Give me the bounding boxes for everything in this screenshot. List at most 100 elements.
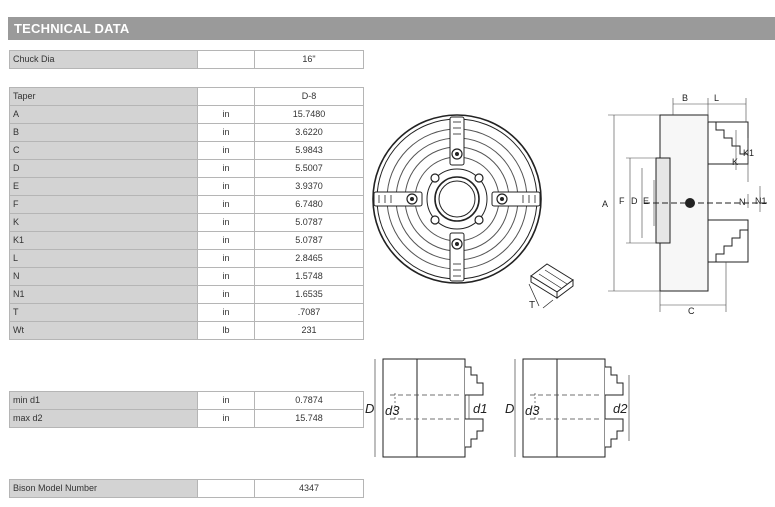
row-unit <box>197 479 255 498</box>
row-value: 5.0787 <box>254 231 364 250</box>
label-d2: d2 <box>613 401 628 416</box>
label-n1: N1 <box>755 196 767 206</box>
row-label: Chuck Dia <box>9 50 198 69</box>
row-label: N1 <box>9 285 198 304</box>
row-value: D-8 <box>254 87 364 106</box>
row-label: Taper <box>9 87 198 106</box>
row-label: Bison Model Number <box>9 479 198 498</box>
row-label: B <box>9 123 198 142</box>
row-value: 3.9370 <box>254 177 364 196</box>
row-unit: in <box>197 391 255 410</box>
row-value: 1.6535 <box>254 285 364 304</box>
label-d3-1: d3 <box>385 403 400 418</box>
page-title: TECHNICAL DATA <box>14 21 130 36</box>
row-label: min d1 <box>9 391 198 410</box>
label-c: C <box>688 306 695 316</box>
row-unit: in <box>197 177 255 196</box>
row-unit: in <box>197 105 255 124</box>
row-value: 15.748 <box>254 409 364 428</box>
chuck-dia-table: Chuck Dia 16" <box>9 50 364 69</box>
row-label: N <box>9 267 198 286</box>
row-label: F <box>9 195 198 214</box>
row-unit: in <box>197 285 255 304</box>
label-d3-2: d3 <box>525 403 540 418</box>
row-value: 16" <box>254 50 364 69</box>
table-row: Chuck Dia 16" <box>9 50 364 69</box>
row-value: 231 <box>254 321 364 340</box>
row-value: 1.5748 <box>254 267 364 286</box>
row-value: .7087 <box>254 303 364 322</box>
row-unit: in <box>197 195 255 214</box>
row-label: K1 <box>9 231 198 250</box>
row-value: 3.6220 <box>254 123 364 142</box>
row-label: D <box>9 159 198 178</box>
label-a: A <box>602 199 608 209</box>
label-n: N <box>739 197 746 207</box>
label-f: F <box>619 196 625 206</box>
label-d-2: D <box>505 401 514 416</box>
row-label: T <box>9 303 198 322</box>
row-value: 5.9843 <box>254 141 364 160</box>
header-bar: TECHNICAL DATA <box>8 17 775 40</box>
row-unit: in <box>197 409 255 428</box>
label-t: T <box>529 300 535 311</box>
row-value: 5.5007 <box>254 159 364 178</box>
row-label: E <box>9 177 198 196</box>
label-d1: d1 <box>473 401 487 416</box>
row-unit: in <box>197 249 255 268</box>
chuck-side-view-drawing: A B L K K1 F D E N N1 C <box>602 93 768 316</box>
row-value: 5.0787 <box>254 213 364 232</box>
row-value: 4347 <box>254 479 364 498</box>
jaw-capacity-d1-drawing: D d3 d1 <box>365 358 487 458</box>
label-l: L <box>714 93 719 103</box>
row-unit: in <box>197 159 255 178</box>
row-label: Wt <box>9 321 198 340</box>
row-value: 6.7480 <box>254 195 364 214</box>
row-unit: in <box>197 213 255 232</box>
row-label: K <box>9 213 198 232</box>
row-unit: lb <box>197 321 255 340</box>
row-unit <box>197 87 255 106</box>
label-d-1: D <box>365 401 374 416</box>
jaw-detail-drawing: T <box>528 263 574 311</box>
row-value: 15.7480 <box>254 105 364 124</box>
label-k: K <box>732 157 738 167</box>
table-row: Bison Model Number 4347 <box>9 479 364 498</box>
row-label: max d2 <box>9 409 198 428</box>
label-d: D <box>631 196 638 206</box>
row-label: C <box>9 141 198 160</box>
row-value: 2.8465 <box>254 249 364 268</box>
table-row: Taper D-8 <box>9 87 364 106</box>
row-label: L <box>9 249 198 268</box>
label-e: E <box>643 196 649 206</box>
label-k1: K1 <box>743 148 754 158</box>
row-unit: in <box>197 303 255 322</box>
label-b: B <box>682 93 688 103</box>
model-table: Bison Model Number 4347 <box>9 479 364 498</box>
row-unit <box>197 50 255 69</box>
row-unit: in <box>197 231 255 250</box>
row-unit: in <box>197 123 255 142</box>
row-label: A <box>9 105 198 124</box>
row-unit: in <box>197 141 255 160</box>
row-value: 0.7874 <box>254 391 364 410</box>
chuck-front-view-drawing <box>372 114 542 284</box>
jaw-capacity-d2-drawing: D d3 d2 <box>505 358 630 458</box>
row-unit: in <box>197 267 255 286</box>
